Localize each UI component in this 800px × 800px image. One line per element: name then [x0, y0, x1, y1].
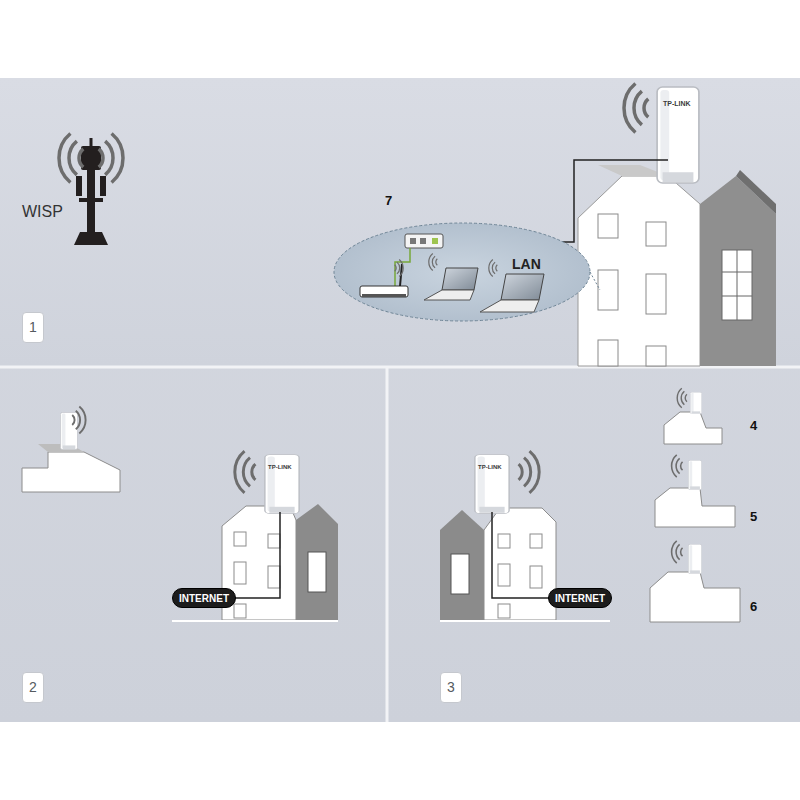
callout-number: 7 [385, 194, 392, 208]
house [655, 488, 735, 527]
radio-wave [496, 265, 498, 271]
callout-number: 4 [750, 419, 757, 433]
radio-wave [634, 91, 642, 125]
radio-wave [519, 464, 523, 480]
internet-cloud: INTERNET [548, 588, 612, 608]
network-label: LAN [512, 257, 541, 272]
outdoor-cpe [265, 455, 299, 514]
radio-wave [69, 141, 77, 175]
radio-wave [99, 149, 103, 167]
ethernet-cable [492, 512, 550, 598]
ethernet-cable [230, 512, 280, 598]
radio-wave [79, 407, 85, 434]
brand-logo: TP-LINK [663, 100, 691, 108]
radio-waves [59, 83, 687, 563]
panel-one [0, 78, 800, 366]
radio-wave [399, 259, 403, 276]
radio-wave [112, 133, 123, 182]
outdoor-cpe [688, 544, 701, 573]
ground-line [440, 620, 610, 622]
radio-wave [677, 388, 682, 408]
callout-number: 5 [750, 510, 757, 524]
panel-number: 2 [29, 680, 37, 695]
outdoor-cpe [60, 412, 77, 449]
radio-wave [672, 455, 677, 477]
cloud-label: INTERNET [179, 593, 229, 604]
radio-wave [529, 451, 539, 493]
callout-number: 6 [750, 600, 757, 614]
outdoor-cpe [657, 87, 699, 183]
panel-ground [0, 78, 800, 722]
house [664, 412, 722, 444]
panel-number-box: 2 [22, 672, 44, 703]
radio-wave [681, 391, 684, 404]
radio-wave [524, 458, 531, 487]
brand-logo: TP-LINK [268, 464, 292, 471]
radio-wave [252, 464, 256, 480]
radio-wave [644, 99, 648, 117]
radio-wave [105, 141, 113, 175]
internet-cloud: INTERNET [172, 588, 236, 608]
panel-number-box: 3 [440, 672, 462, 703]
house [22, 452, 120, 492]
panel-number: 3 [447, 680, 455, 695]
radio-wave [235, 451, 245, 493]
radio-wave [681, 548, 683, 556]
radio-wave [243, 458, 250, 487]
radio-wave [489, 259, 493, 276]
radio-wave [59, 133, 70, 182]
house [650, 572, 740, 622]
panel-number: 1 [29, 320, 37, 335]
radio-wave [395, 265, 397, 271]
radio-wave [681, 462, 683, 470]
building [440, 508, 556, 620]
radio-wave [676, 544, 680, 559]
outdoor-cpe [688, 460, 701, 489]
radio-wave [436, 259, 438, 265]
outdoor-cpe [475, 455, 509, 514]
radio-wave [492, 262, 495, 274]
panel-divider [386, 367, 389, 722]
building [222, 504, 338, 620]
ground-line [172, 620, 338, 622]
wisp-tower [74, 138, 108, 245]
radio-wave [397, 262, 400, 274]
radio-wave [432, 256, 435, 268]
radio-wave [76, 411, 80, 430]
cloud-label: INTERNET [555, 593, 605, 604]
brand-logo: TP-LINK [478, 464, 502, 471]
network-label: WISP [22, 203, 63, 221]
outdoor-cpe [690, 392, 701, 414]
radio-wave [676, 458, 680, 473]
radio-wave [672, 541, 677, 563]
radio-wave [685, 394, 687, 401]
radio-wave [624, 83, 635, 132]
radio-wave [429, 253, 433, 270]
radio-wave [79, 149, 83, 167]
lan-callout [334, 223, 600, 321]
building [578, 165, 776, 366]
panel-number-box: 1 [22, 312, 44, 343]
radio-wave [72, 415, 74, 425]
